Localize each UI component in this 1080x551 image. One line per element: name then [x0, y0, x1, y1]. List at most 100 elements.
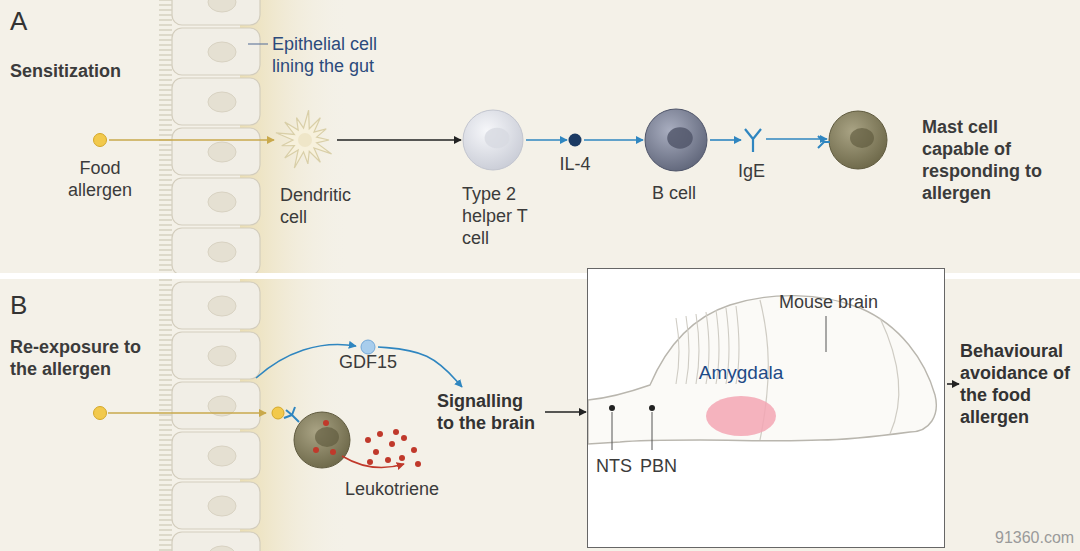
microvillus [159, 394, 172, 396]
epithelial-cell [172, 178, 260, 225]
ige-receptor [818, 136, 830, 148]
microvillus [159, 249, 172, 251]
microvillus [159, 369, 172, 371]
panel-letter: B [10, 290, 27, 320]
process-text: Signalling to the brain [437, 390, 543, 434]
microvillus [159, 479, 172, 481]
microvillus [159, 349, 172, 351]
microvillus [159, 59, 172, 61]
node-caption: Mouse brain [779, 291, 899, 313]
cerebellum-fold [696, 314, 699, 384]
microvillus [159, 34, 172, 36]
leukotriene-dot [365, 437, 371, 443]
microvillus [159, 174, 172, 176]
microvillus [159, 344, 172, 346]
microvillus [159, 379, 172, 381]
granule [323, 420, 329, 426]
brain-outline [588, 296, 936, 444]
microvillus [159, 419, 172, 421]
ige-symbol [745, 129, 761, 152]
granule [330, 449, 336, 455]
microvillus [159, 159, 172, 161]
microvillus [159, 0, 172, 1]
microvillus [159, 469, 172, 471]
microvillus [159, 114, 172, 116]
leukotriene-node: Leukotriene [362, 430, 422, 468]
microvillus [159, 484, 172, 486]
microvillus [159, 289, 172, 291]
microvillus [159, 474, 172, 476]
node-shape [275, 108, 335, 172]
leader-line [826, 316, 827, 352]
microvillus [159, 234, 172, 236]
leukotriene-release-arrow [342, 456, 404, 468]
cell-nucleus [208, 92, 236, 112]
epithelial-cell [172, 228, 260, 275]
node-text: Behavioural avoidance of the food allerg… [960, 340, 1074, 428]
microvillus [159, 464, 172, 466]
leader-line [612, 412, 613, 450]
microvillus [159, 9, 172, 11]
bound-allergen [272, 407, 284, 419]
panel-heading: Re-exposure to the allergen [10, 336, 150, 380]
microvillus [159, 304, 172, 306]
microvillus [159, 294, 172, 296]
il4-dot [569, 134, 582, 147]
connector-arrow [337, 139, 461, 141]
microvillus [159, 74, 172, 76]
microvillus [159, 124, 172, 126]
cell-nucleus [208, 446, 236, 466]
microvillus [159, 514, 172, 516]
panel-heading: Sensitization [10, 60, 121, 82]
microvillus [159, 399, 172, 401]
microvillus [159, 354, 172, 356]
microvillus [159, 154, 172, 156]
microvillus [159, 129, 172, 131]
microvillus [159, 309, 172, 311]
leader-line [652, 412, 653, 450]
microvillus [159, 499, 172, 501]
microvillus [159, 389, 172, 391]
microvillus [159, 79, 172, 81]
microvillus [159, 39, 172, 41]
gdf15-dot [361, 340, 375, 354]
microvillus [159, 549, 172, 551]
amygdala-region: Amygdala [706, 396, 776, 436]
microvillus [159, 84, 172, 86]
cell-nucleus [208, 242, 236, 262]
node-caption: Leukotriene [342, 478, 442, 500]
leukotriene-dot [415, 461, 421, 467]
node-caption: IL-4 [548, 153, 602, 175]
microvillus [159, 364, 172, 366]
node-shape [362, 430, 422, 468]
microvillus [159, 279, 172, 281]
gdf15-node: GDF15 [360, 339, 376, 355]
cytokine-dot: IL-4 [568, 133, 582, 147]
microvillus [159, 179, 172, 181]
epithelial-cell [172, 0, 260, 25]
watermark: 91360.com [995, 528, 1074, 548]
microvillus [159, 164, 172, 166]
connector-arrow [710, 139, 741, 141]
microvillus [159, 259, 172, 261]
node-shape [742, 126, 764, 152]
antibody-node: IgE [742, 126, 764, 152]
cell-nucleus [208, 346, 236, 366]
microvillus [159, 359, 172, 361]
microvillus [159, 239, 172, 241]
epithelial-cell [172, 432, 260, 479]
microvillus [159, 209, 172, 211]
microvillus [159, 414, 172, 416]
microvillus [159, 144, 172, 146]
cerebellum-fold [676, 318, 679, 384]
node-caption: Food allergen [60, 157, 140, 201]
leukotriene-dot [411, 447, 417, 453]
node-shape [706, 396, 776, 436]
microvillus [159, 99, 172, 101]
node-caption: Amygdala [686, 362, 796, 384]
microvillus [159, 229, 172, 231]
microvillus [159, 269, 172, 271]
